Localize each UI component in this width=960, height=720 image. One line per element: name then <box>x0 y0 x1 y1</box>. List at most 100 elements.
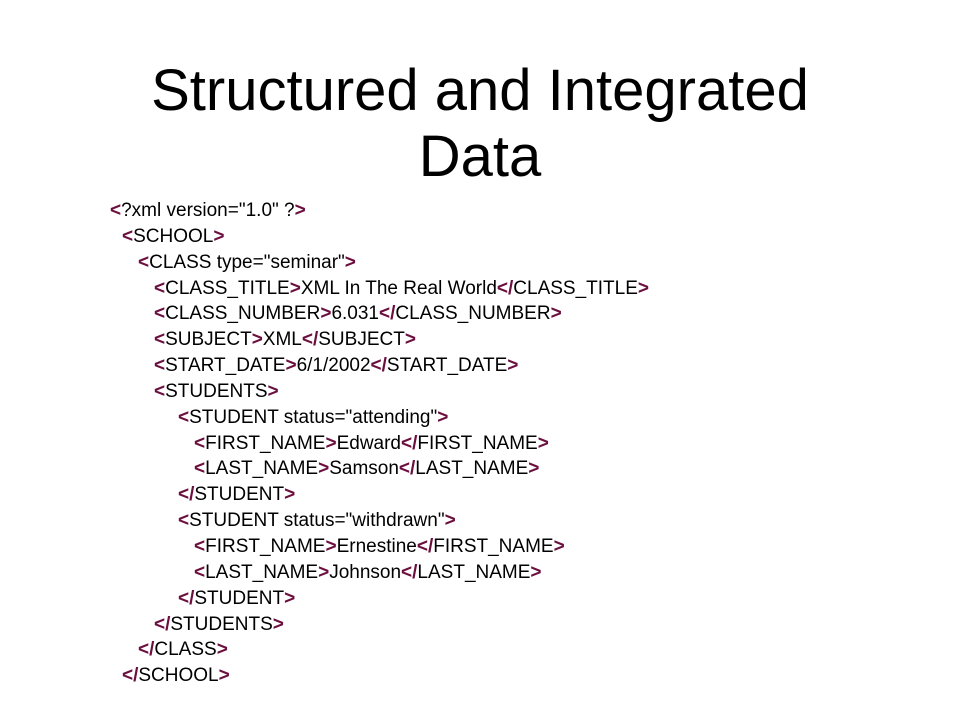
xml-text: XML In The Real World <box>300 277 497 299</box>
xml-bracket: > <box>272 613 284 635</box>
xml-bracket: > <box>251 329 263 351</box>
xml-text: STUDENT <box>194 484 285 506</box>
xml-text: FIRST_NAME <box>433 535 554 557</box>
xml-code-line: </SCHOOL> <box>110 663 649 689</box>
xml-bracket: </ <box>154 613 171 635</box>
xml-bracket: > <box>320 303 332 325</box>
xml-text: 6.031 <box>331 303 379 325</box>
xml-bracket: > <box>537 432 549 454</box>
xml-bracket: </ <box>401 561 418 583</box>
xml-text: STUDENTS <box>165 380 268 402</box>
xml-code-block: <?xml version="1.0" ?><SCHOOL><CLASS typ… <box>110 198 649 689</box>
xml-bracket: < <box>194 535 206 557</box>
xml-text: FIRST_NAME <box>205 432 326 454</box>
xml-bracket: > <box>294 200 306 221</box>
xml-code-line: <CLASS_TITLE>XML In The Real World</CLAS… <box>110 276 649 302</box>
xml-bracket: > <box>325 432 337 454</box>
xml-bracket: < <box>178 510 190 532</box>
xml-bracket: < <box>154 303 166 325</box>
xml-bracket: > <box>507 355 519 377</box>
xml-text: Samson <box>329 458 399 480</box>
xml-bracket: > <box>444 510 456 532</box>
xml-code-line: </STUDENTS> <box>110 612 649 638</box>
xml-bracket: < <box>178 406 190 428</box>
xml-text: LAST_NAME <box>205 458 319 480</box>
xml-bracket: < <box>154 380 166 402</box>
xml-text: SCHOOL <box>133 225 214 247</box>
xml-bracket: > <box>218 665 230 687</box>
xml-text: FIRST_NAME <box>417 432 538 454</box>
xml-text: CLASS_TITLE <box>513 277 638 299</box>
xml-code-line: <LAST_NAME>Johnson</LAST_NAME> <box>110 560 649 586</box>
xml-text: ?xml version="1.0" ? <box>121 200 295 221</box>
xml-text: SUBJECT <box>318 329 405 351</box>
xml-bracket: < <box>194 561 206 583</box>
xml-text: SUBJECT <box>165 329 252 351</box>
xml-bracket: > <box>318 458 330 480</box>
xml-bracket: > <box>553 535 565 557</box>
xml-code-line: <SCHOOL> <box>110 224 649 250</box>
xml-text: STUDENTS <box>170 613 273 635</box>
xml-bracket: > <box>437 406 449 428</box>
xml-bracket: < <box>154 329 166 351</box>
xml-text: STUDENT status="attending" <box>189 406 438 428</box>
xml-code-line: </STUDENT> <box>110 586 649 612</box>
xml-text: Ernestine <box>336 535 417 557</box>
xml-bracket: </ <box>496 277 514 299</box>
xml-bracket: </ <box>122 665 139 687</box>
xml-bracket: > <box>318 561 330 583</box>
xml-bracket: > <box>289 277 301 299</box>
xml-bracket: < <box>194 432 206 454</box>
xml-bracket: > <box>344 251 356 273</box>
xml-bracket: </ <box>178 484 195 506</box>
xml-code-line: <LAST_NAME>Samson</LAST_NAME> <box>110 456 649 482</box>
slide-title: Structured and Integrated Data <box>0 58 960 190</box>
xml-text: START_DATE <box>165 355 286 377</box>
xml-code-line: <STUDENT status="withdrawn"> <box>110 508 649 534</box>
xml-bracket: </ <box>416 535 434 557</box>
xml-text: LAST_NAME <box>205 561 319 583</box>
xml-bracket: </ <box>378 303 396 325</box>
xml-text: Johnson <box>329 561 402 583</box>
xml-bracket: < <box>138 251 150 273</box>
xml-code-line: <START_DATE>6/1/2002</START_DATE> <box>110 353 649 379</box>
xml-bracket: < <box>154 277 166 299</box>
xml-bracket: > <box>284 587 296 609</box>
xml-bracket: </ <box>138 639 155 661</box>
xml-text: CLASS_TITLE <box>165 277 290 299</box>
xml-text: CLASS <box>154 639 217 661</box>
xml-bracket: > <box>528 458 540 480</box>
xml-text: CLASS_NUMBER <box>165 303 321 325</box>
xml-bracket: > <box>530 561 542 583</box>
xml-code-line: <FIRST_NAME>Ernestine</FIRST_NAME> <box>110 534 649 560</box>
xml-text: LAST_NAME <box>415 458 529 480</box>
xml-text: Edward <box>336 432 401 454</box>
xml-bracket: < <box>110 200 122 221</box>
xml-code-line: <CLASS type="seminar"> <box>110 250 649 276</box>
xml-bracket: > <box>285 355 297 377</box>
xml-bracket: > <box>216 639 228 661</box>
xml-text: 6/1/2002 <box>296 355 371 377</box>
xml-code-line: <STUDENT status="attending"> <box>110 405 649 431</box>
xml-text: LAST_NAME <box>417 561 531 583</box>
xml-bracket: </ <box>398 458 416 480</box>
xml-bracket: > <box>267 380 279 402</box>
xml-bracket: > <box>213 225 225 247</box>
xml-text: STUDENT status="withdrawn" <box>189 510 445 532</box>
xml-text: XML <box>262 329 302 351</box>
xml-code-line: </CLASS> <box>110 637 649 663</box>
xml-text: CLASS_NUMBER <box>395 303 551 325</box>
xml-bracket: > <box>637 277 649 299</box>
slide-title-line-2: Data <box>418 124 542 189</box>
xml-bracket: < <box>122 225 134 247</box>
xml-bracket: > <box>284 484 296 506</box>
xml-text: FIRST_NAME <box>205 535 326 557</box>
xml-code-line: </STUDENT> <box>110 482 649 508</box>
xml-text: STUDENT <box>194 587 285 609</box>
xml-code-line: <SUBJECT>XML</SUBJECT> <box>110 327 649 353</box>
xml-code-line: <?xml version="1.0" ?> <box>110 198 649 224</box>
slide-title-line-1: Structured and Integrated <box>151 58 809 123</box>
xml-bracket: > <box>550 303 562 325</box>
xml-bracket: </ <box>301 329 319 351</box>
